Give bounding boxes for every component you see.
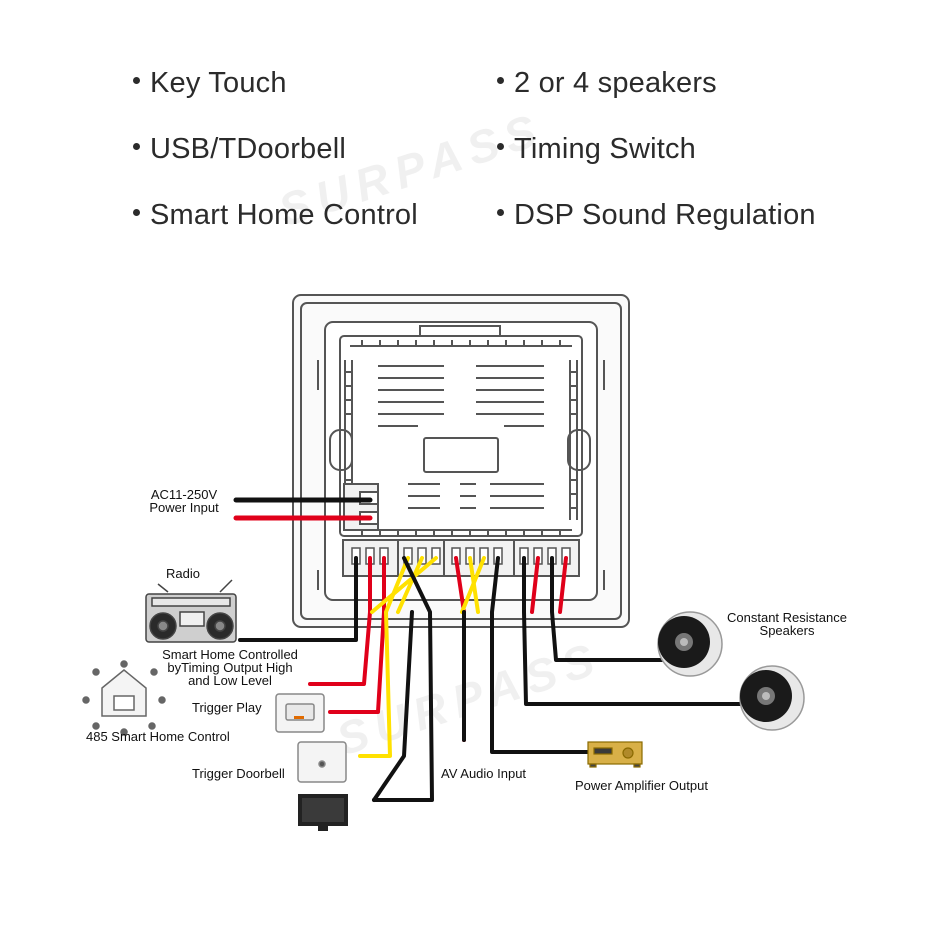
bullet-icon — [133, 76, 140, 84]
label-power-text: Power Input — [149, 500, 219, 515]
label-power-voltage: AC11-250V — [150, 487, 218, 502]
bullet-icon — [133, 208, 140, 216]
feature-label: Key Touch — [150, 67, 287, 99]
label-speakers-line2: Speakers — [759, 623, 815, 638]
bullet-icon — [133, 142, 140, 150]
bullet-icon — [497, 208, 504, 216]
label-smart-timing-line1: Smart Home Controlled — [162, 647, 298, 662]
label-speakers-line1: Constant Resistance — [727, 610, 847, 625]
label-amp-output: Power Amplifier Output — [575, 778, 708, 793]
terminal-strip — [342, 539, 580, 577]
feature-label: USB/TDoorbell — [150, 133, 346, 165]
label-smart-timing-line2: byTiming Output High — [167, 660, 293, 675]
trigger-play-switch-icon — [275, 693, 325, 733]
power-connector — [343, 483, 379, 531]
label-speakers: Constant Resistance Speakers — [712, 611, 862, 637]
feature-usb-doorbell: USB/TDoorbell — [133, 133, 346, 166]
feature-smart-home: Smart Home Control — [133, 199, 418, 232]
label-radio: Radio — [166, 566, 200, 581]
harness-wires — [238, 556, 742, 802]
label-power-input: AC11-250V Power Input — [144, 488, 224, 514]
label-smart-timing-line3: and Low Level — [188, 673, 272, 688]
feature-speakers: 2 or 4 speakers — [497, 67, 717, 100]
feature-label: 2 or 4 speakers — [514, 67, 717, 99]
feature-timing-switch: Timing Switch — [497, 133, 696, 166]
label-smart-timing: Smart Home Controlled byTiming Output Hi… — [150, 648, 310, 687]
smart-home-icon — [82, 660, 166, 736]
feature-label: Timing Switch — [514, 133, 697, 165]
panel-back — [292, 294, 630, 628]
amplifier-icon — [587, 741, 643, 768]
feature-dsp: DSP Sound Regulation — [497, 199, 816, 232]
label-trigger-doorbell: Trigger Doorbell — [192, 766, 285, 781]
label-av-input: AV Audio Input — [441, 766, 527, 781]
label-trigger-play: Trigger Play — [192, 700, 262, 715]
bullet-icon — [497, 142, 504, 150]
bullet-icon — [497, 76, 504, 84]
power-wires — [233, 497, 373, 521]
radio-icon — [145, 579, 237, 643]
feature-label: DSP Sound Regulation — [514, 199, 816, 231]
tv-icon — [298, 794, 348, 831]
panel-ribs — [344, 340, 578, 536]
ceiling-speaker-icon — [739, 665, 805, 731]
doorbell-switch-icon — [297, 741, 347, 783]
label-485-home: 485 Smart Home Control — [86, 729, 230, 744]
ceiling-speaker-icon — [657, 611, 723, 677]
feature-key-touch: Key Touch — [133, 67, 287, 100]
feature-label: Smart Home Control — [150, 199, 418, 231]
